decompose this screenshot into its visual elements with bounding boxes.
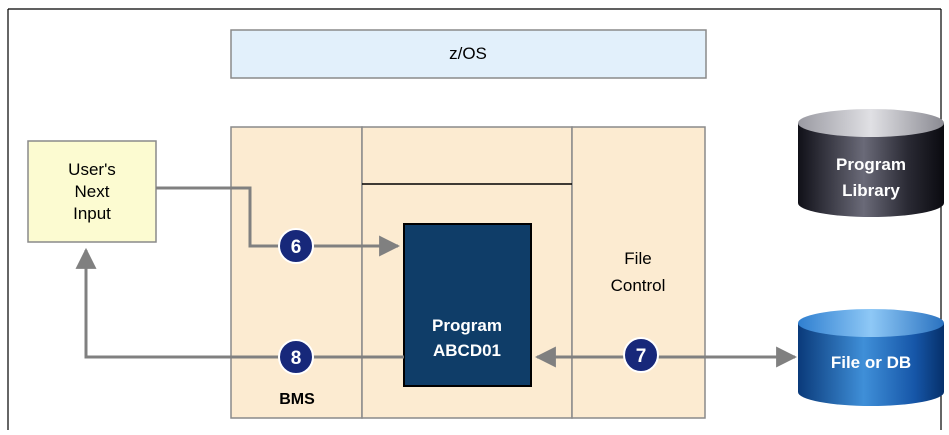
step-7-badge: 7 [623,337,659,373]
user-next-input-box [27,140,157,243]
step-8-number: 8 [291,348,302,369]
file-control-label-line2: Control [611,276,666,295]
program-library-line1: Program [836,155,906,174]
program-box [403,223,532,387]
user-input-line1: User's [68,160,116,179]
bms-label: BMS [279,391,315,408]
step-8-badge: 8 [278,339,314,375]
file-control-label-line1: File [624,249,651,268]
program-library-line2: Library [842,181,900,200]
program-label-line2: ABCD01 [433,341,501,360]
step-6-badge: 6 [278,228,314,264]
step-6-number: 6 [291,237,302,258]
zos-banner [230,29,707,79]
program-library-cylinder: Program Library [798,109,944,217]
file-control-region [571,126,706,419]
user-input-line2: Next [75,182,110,201]
step-7-number: 7 [636,346,647,367]
file-db-label: File or DB [831,353,911,372]
arrow-input-to-program [156,186,401,257]
file-db-cylinder: File or DB [798,309,944,406]
zos-title: z/OS [449,44,487,63]
user-input-line3: Input [73,204,111,223]
program-label-line1: Program [432,316,502,335]
